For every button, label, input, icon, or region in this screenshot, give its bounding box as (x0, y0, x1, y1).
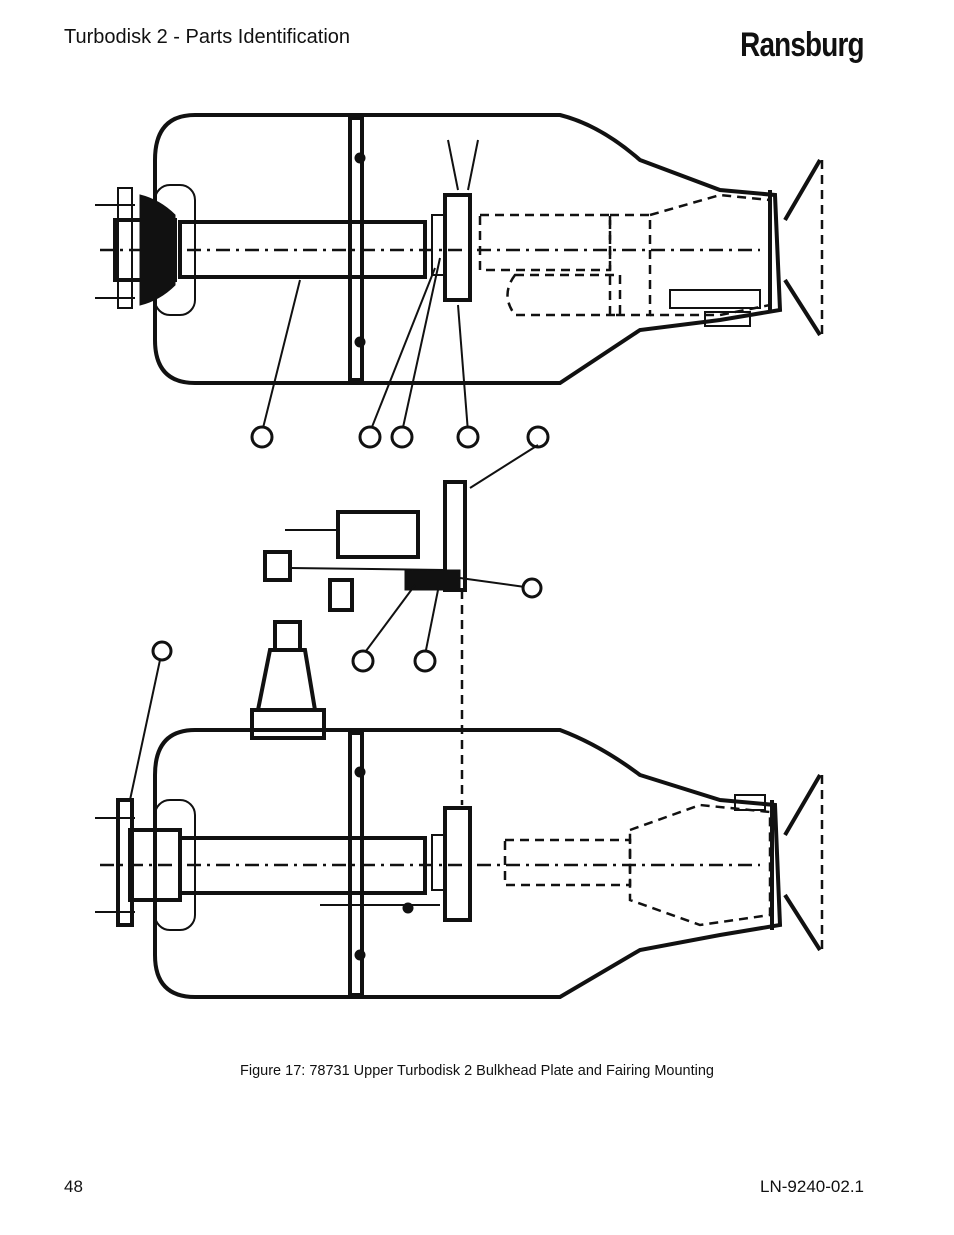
page-header-title: Turbodisk 2 - Parts Identification (64, 26, 351, 48)
upper-assembly (95, 113, 824, 449)
middle-bracket (263, 444, 543, 805)
lower-assembly (95, 620, 824, 999)
page-number: 48 (64, 1177, 83, 1196)
brand-logo: Ransburg (740, 26, 864, 64)
document-id: LN-9240-02.1 (760, 1177, 864, 1196)
parts-diagram (85, 100, 845, 1020)
figure-caption: Figure 17: 78731 Upper Turbodisk 2 Bulkh… (240, 1063, 714, 1079)
